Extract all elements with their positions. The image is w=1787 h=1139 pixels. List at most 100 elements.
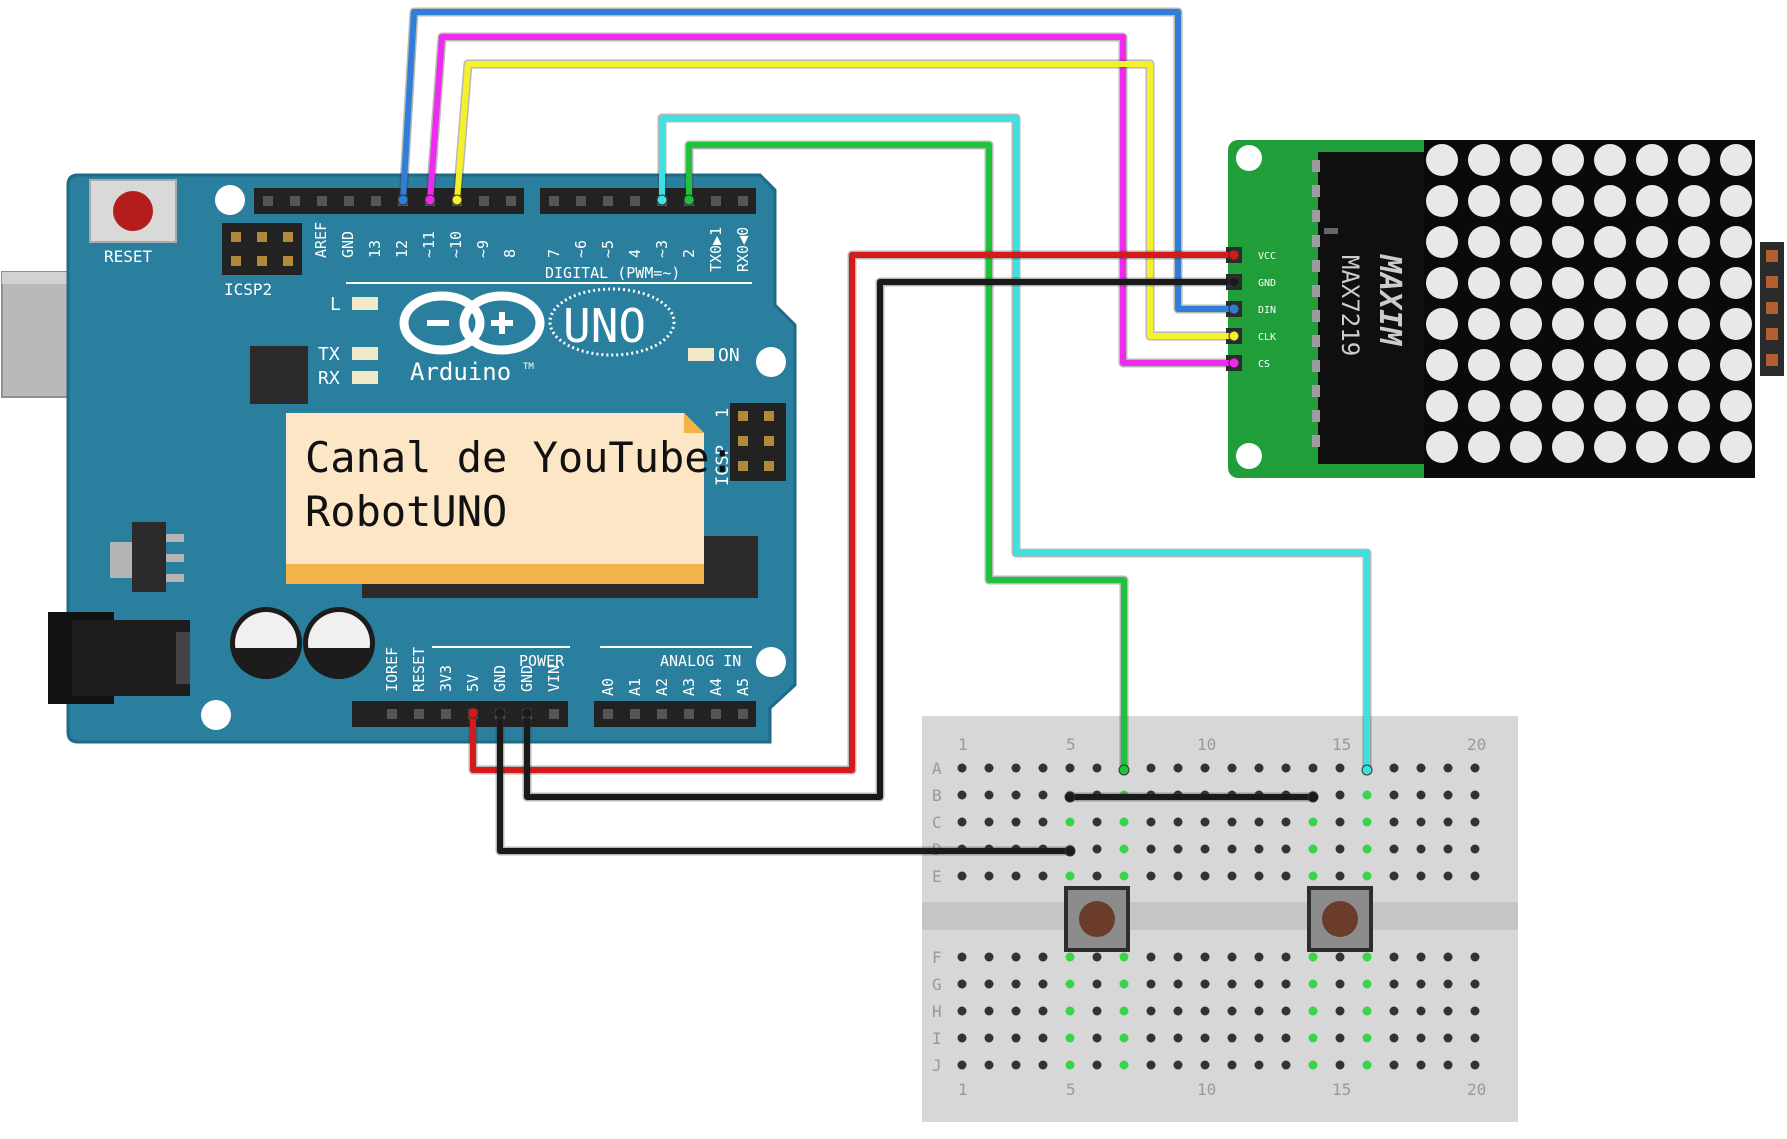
breadboard-hole: [1254, 1033, 1264, 1043]
power-title: POWER: [519, 652, 565, 670]
pushbutton: [1307, 886, 1373, 952]
breadboard-col-number: 20: [1467, 1080, 1486, 1099]
breadboard-hole: [1011, 1006, 1021, 1016]
breadboard-hole: [1038, 790, 1048, 800]
breadboard-hole: [1173, 1006, 1183, 1016]
breadboard-hole: [1200, 979, 1210, 989]
matrix-led: [1468, 390, 1500, 422]
matrix-led: [1510, 308, 1542, 340]
power-pin-label: GND: [518, 665, 536, 692]
header-pin: [290, 196, 300, 206]
breadboard-hole: [1227, 763, 1237, 773]
breadboard-hole: [1362, 844, 1372, 854]
status-leds: L TX RX ON: [318, 294, 740, 389]
digital-pin-label: 13: [366, 240, 384, 258]
breadboard-hole: [1335, 763, 1345, 773]
breadboard-hole: [984, 763, 994, 773]
breadboard-hole: [957, 952, 967, 962]
breadboard-hole: [1470, 979, 1480, 989]
breadboard-hole: [1146, 952, 1156, 962]
breadboard-hole: [1470, 871, 1480, 881]
mount-hole: [201, 700, 231, 730]
breadboard-hole: [957, 1060, 967, 1070]
breadboard-hole: [984, 952, 994, 962]
wires: [397, 7, 1373, 857]
capacitor: [303, 607, 375, 679]
matrix-led: [1678, 267, 1710, 299]
header-pin: [603, 196, 613, 206]
breadboard-hole: [1065, 979, 1075, 989]
header-pin: [371, 196, 381, 206]
breadboard-hole: [1416, 871, 1426, 881]
breadboard-hole: [1308, 952, 1318, 962]
matrix-led: [1636, 349, 1668, 381]
breadboard-hole: [1092, 952, 1102, 962]
breadboard-hole: [1362, 1006, 1372, 1016]
wire-magenta-cs: [427, 34, 1237, 366]
breadboard-hole: [1389, 871, 1399, 881]
breadboard-hole: [1416, 763, 1426, 773]
matrix-led: [1468, 226, 1500, 258]
breadboard-hole: [1362, 790, 1372, 800]
breadboard-hole: [1389, 979, 1399, 989]
arduino-logo: UNO Arduino TM: [399, 287, 676, 386]
breadboard-hole: [1254, 952, 1264, 962]
led-rx-label: RX: [318, 368, 340, 389]
breadboard-hole: [1173, 871, 1183, 881]
breadboard-hole: [1443, 1033, 1453, 1043]
wire-blue-din: [400, 9, 1237, 312]
mount-hole: [215, 185, 245, 215]
breadboard-hole: [1038, 871, 1048, 881]
breadboard-col-number: 5: [1066, 1080, 1076, 1099]
breadboard-hole: [984, 1033, 994, 1043]
breadboard-hole: [1092, 1006, 1102, 1016]
header-pin: [711, 196, 721, 206]
breadboard-hole: [1389, 1006, 1399, 1016]
breadboard-row-label: F: [932, 948, 942, 967]
breadboard-hole: [1038, 817, 1048, 827]
matrix-led: [1678, 390, 1710, 422]
led-l: [352, 297, 378, 310]
breadboard-hole: [1011, 871, 1021, 881]
breadboard-col-number: 1: [958, 735, 968, 754]
matrix-led: [1426, 349, 1458, 381]
matrix-led: [1678, 308, 1710, 340]
digital-pin-label: 2: [680, 249, 698, 258]
breadboard-hole: [957, 979, 967, 989]
wire-endpoint: [467, 707, 479, 719]
header-pin: [387, 709, 397, 719]
breadboard-hole: [1173, 817, 1183, 827]
digital-pin-label: ~5: [599, 240, 617, 258]
matrix-led: [1552, 431, 1584, 463]
wire-endpoint: [683, 194, 695, 206]
header-pin: [549, 196, 559, 206]
breadboard-hole: [1416, 1033, 1426, 1043]
wire-green-pin2: [686, 142, 1127, 773]
matrix-led: [1510, 349, 1542, 381]
matrix-output-connector: [1760, 242, 1784, 376]
icsp-header: ICSP 1: [713, 403, 786, 486]
breadboard-hole: [1281, 763, 1291, 773]
matrix-led: [1594, 226, 1626, 258]
breadboard-hole: [1065, 817, 1075, 827]
breadboard-hole: [1065, 1006, 1075, 1016]
breadboard-hole: [1281, 952, 1291, 962]
breadboard-hole: [1119, 952, 1129, 962]
digital-pin-label: 12: [393, 240, 411, 258]
breadboard-hole: [1416, 790, 1426, 800]
matrix-led: [1594, 144, 1626, 176]
arduino-wordmark: Arduino: [410, 358, 511, 386]
chip-label: MAX7219: [1336, 255, 1364, 356]
digital-pin-label: RX0◀0: [734, 227, 752, 272]
breadboard-hole: [1470, 1060, 1480, 1070]
breadboard-hole: [957, 1033, 967, 1043]
power-pin-label: 3V3: [437, 665, 455, 692]
reset-label: RESET: [104, 247, 153, 266]
breadboard-hole: [984, 1006, 994, 1016]
breadboard-hole: [1227, 844, 1237, 854]
digital-pin-label: ~10: [447, 231, 465, 258]
breadboard-hole: [1443, 1006, 1453, 1016]
breadboard-hole: [1092, 817, 1102, 827]
breadboard-hole: [1200, 952, 1210, 962]
